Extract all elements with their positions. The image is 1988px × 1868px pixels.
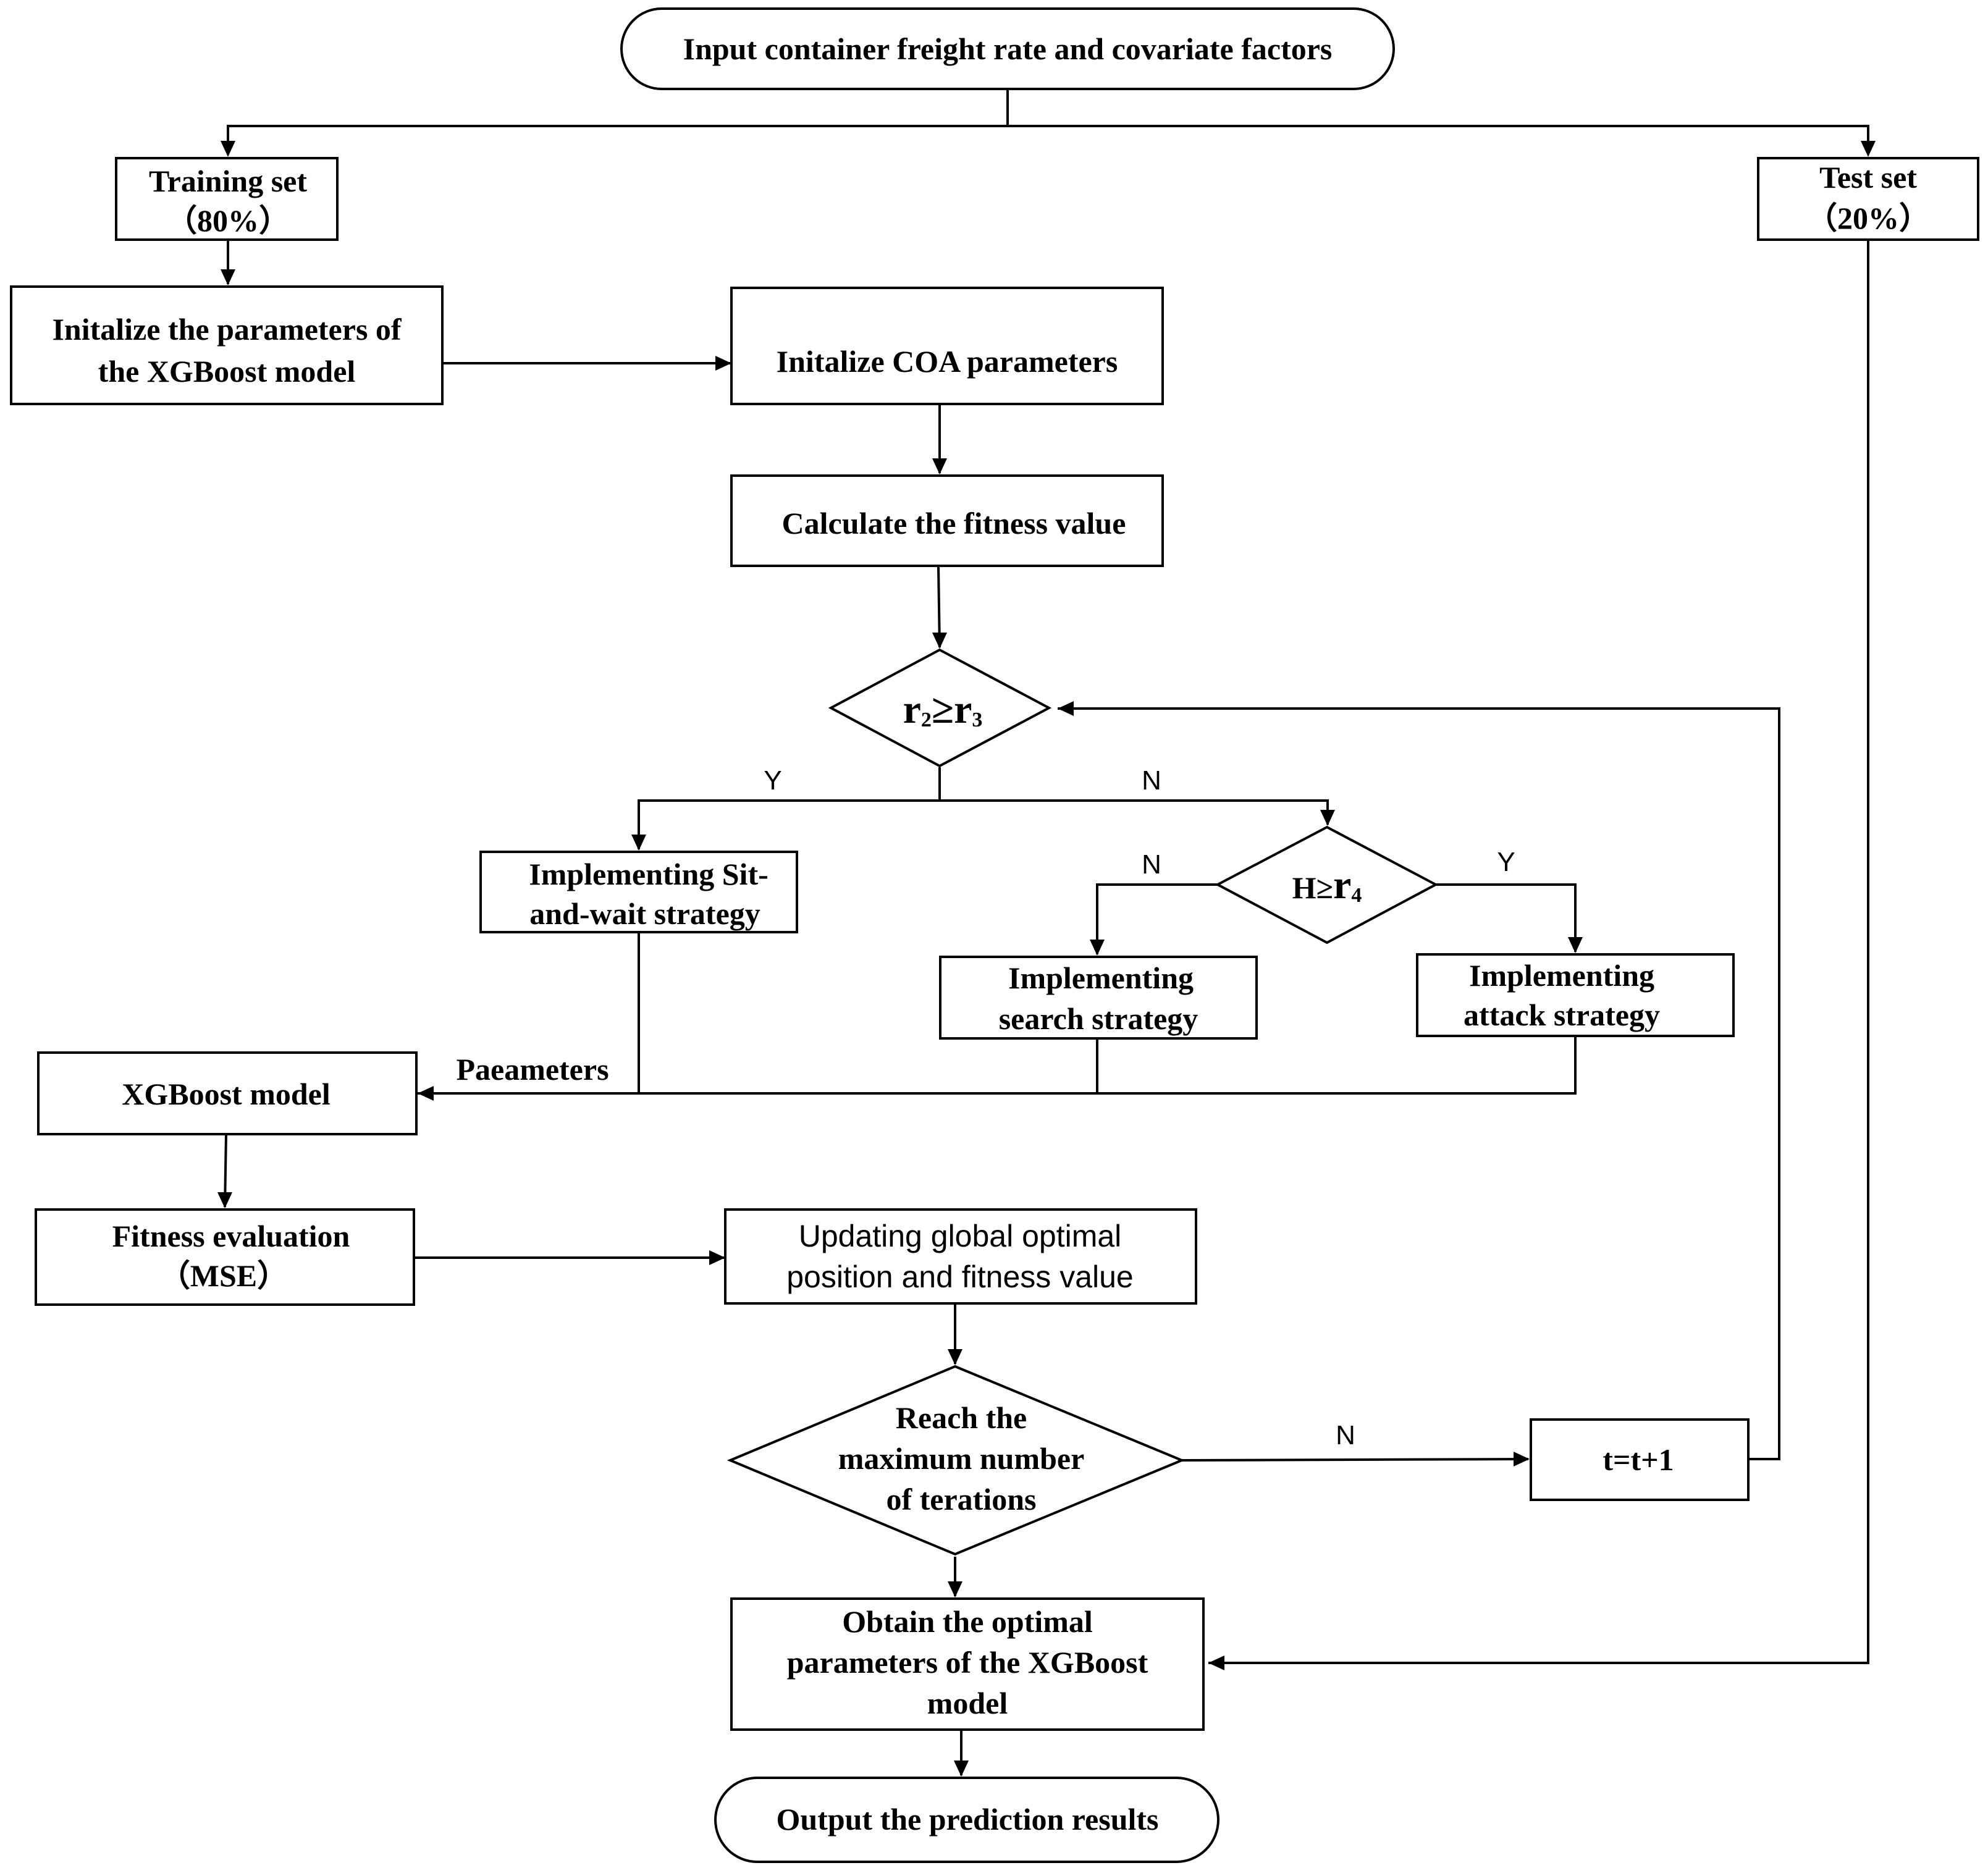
edge-hr4-attack	[1436, 883, 1577, 952]
test-set-label: Test set	[1819, 160, 1917, 195]
output-terminator-label: Output the prediction results	[776, 1802, 1158, 1836]
max-iterations-line3: of terations	[887, 1482, 1037, 1517]
edge-hr4-search	[1096, 883, 1218, 954]
edge-split-training	[225, 125, 1008, 151]
arrowhead-tinc	[1514, 1452, 1530, 1466]
decision-h-r4-label: H≥r4	[1292, 862, 1362, 907]
edge-attack-bus	[418, 1037, 1577, 1095]
max-iterations-line2: maximum number	[838, 1441, 1085, 1476]
arrowhead-training	[221, 141, 235, 157]
decision-h-r4-a: H	[1292, 870, 1316, 905]
arrowhead-hr4	[1320, 810, 1335, 826]
parameters-label: Paeameters	[456, 1052, 609, 1087]
update-global-line2: position and fitness value	[786, 1260, 1133, 1294]
search-strategy-line2: search strategy	[999, 1001, 1198, 1036]
input-terminator: Input container freight rate and covaria…	[620, 7, 1395, 90]
arrowhead-xgbmodel	[418, 1086, 434, 1101]
edge-maxiter-tinc	[1181, 1458, 1529, 1462]
update-global-box: Updating global optimal position and fit…	[724, 1208, 1197, 1305]
edge-split-hr4	[940, 799, 1329, 825]
edge-test-optimal	[1208, 241, 1869, 1664]
xgboost-model-label: XGBoost model	[122, 1077, 331, 1111]
max-iterations-line1: Reach the	[896, 1400, 1027, 1435]
output-terminator: Output the prediction results	[714, 1777, 1219, 1863]
calculate-fitness-box: Calculate the fitness value	[730, 474, 1164, 567]
optimal-parameters-line1: Obtain the optimal	[842, 1604, 1093, 1639]
branch-label-y1: Y	[764, 765, 781, 796]
training-set-label: Training set	[149, 164, 307, 198]
xgboost-model-box: XGBoost model	[37, 1051, 418, 1135]
arrowhead-fitness	[217, 1192, 232, 1208]
decision-h-r4-b: r	[1333, 862, 1351, 907]
update-global-line1: Updating global optimal	[799, 1219, 1122, 1253]
arrowhead-update	[709, 1250, 725, 1265]
decision-r2-r3-b-sub: 3	[972, 709, 982, 731]
decision-max-iterations: Reach the maximum number of terations	[727, 1365, 1186, 1556]
training-set-box: Training set （80%）	[115, 157, 339, 241]
iteration-increment-box: t=t+1	[1530, 1418, 1750, 1501]
arrowhead-initcoa	[715, 356, 731, 371]
decision-r2-r3-a: r	[903, 687, 921, 732]
arrowhead-output	[954, 1761, 969, 1777]
arrowhead-loop	[1058, 701, 1074, 716]
search-strategy-box: Implementing search strategy	[939, 956, 1258, 1040]
branch-label-n2: N	[1142, 849, 1161, 880]
arrowhead-initxgb	[221, 269, 235, 285]
optimal-parameters-line3: model	[927, 1686, 1008, 1720]
decision-r2-r3-a-sub: 2	[921, 709, 932, 731]
edge-split-test	[1008, 125, 1869, 151]
sit-and-wait-line1: Implementing Sit-	[529, 857, 769, 891]
decision-r2-r3: r2≥r3	[828, 648, 1052, 768]
fitness-evaluation-line2: （MSE）	[159, 1258, 288, 1293]
decision-r2-r3-b: r	[954, 687, 972, 732]
arrowhead-optimal	[948, 1581, 962, 1597]
init-xgboost-line2: the XGBoost model	[98, 354, 356, 389]
arrowhead-sitwait	[631, 835, 646, 851]
arrowhead-test	[1861, 141, 1876, 157]
decision-h-r4-b-sub: 4	[1351, 884, 1362, 907]
sit-and-wait-line2: and-wait strategy	[529, 896, 760, 931]
arrowhead-decision	[932, 633, 947, 649]
optimal-parameters-box: Obtain the optimal parameters of the XGB…	[730, 1597, 1205, 1731]
optimal-parameters-line2: parameters of the XGBoost	[787, 1645, 1148, 1680]
edge-split-sitwait	[638, 799, 940, 849]
calculate-fitness-label: Calculate the fitness value	[782, 506, 1126, 541]
init-xgboost-box: Initalize the parameters of the XGBoost …	[10, 285, 444, 405]
iteration-increment-label: t=t+1	[1603, 1442, 1674, 1477]
init-xgboost-line1: Initalize the parameters of	[52, 312, 402, 347]
test-set-percent: （20%）	[1806, 201, 1930, 235]
init-coa-box: Initalize COA parameters	[730, 287, 1164, 405]
arrowhead-maxiter	[948, 1349, 962, 1365]
input-terminator-label: Input container freight rate and covaria…	[683, 32, 1333, 66]
fitness-evaluation-line1: Fitness evaluation	[112, 1219, 350, 1253]
arrowheads	[217, 141, 1876, 1777]
search-strategy-line1: Implementing	[1008, 961, 1194, 995]
decision-h-r4: H≥r4	[1215, 825, 1439, 945]
training-set-percent: （80%）	[166, 203, 290, 238]
attack-strategy-line2: attack strategy	[1464, 998, 1660, 1032]
fitness-evaluation-box: Fitness evaluation （MSE）	[35, 1208, 415, 1306]
arrowhead-attack	[1568, 937, 1583, 953]
decision-r2-r3-op: ≥	[932, 687, 954, 732]
arrowhead-test-optimal	[1208, 1656, 1224, 1670]
init-coa-label: Initalize COA parameters	[777, 344, 1118, 379]
arrowhead-search	[1090, 940, 1105, 956]
branch-label-n3: N	[1336, 1420, 1355, 1450]
sit-and-wait-box: Implementing Sit- and-wait strategy	[479, 851, 798, 933]
decision-h-r4-op: ≥	[1316, 870, 1333, 905]
edge-loop-back	[1058, 707, 1780, 1460]
branch-label-n1: N	[1142, 765, 1161, 796]
test-set-box: Test set （20%）	[1757, 157, 1979, 241]
attack-strategy-box: Implementing attack strategy	[1416, 953, 1735, 1037]
arrowhead-calc	[932, 458, 947, 474]
attack-strategy-line1: Implementing	[1469, 958, 1654, 993]
branch-label-y2: Y	[1497, 847, 1515, 877]
decision-r2-r3-label: r2≥r3	[903, 687, 983, 732]
